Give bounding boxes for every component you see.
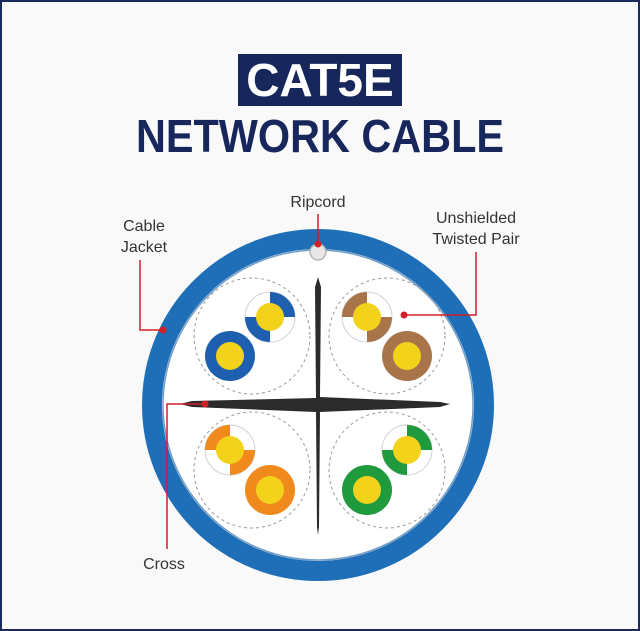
pair-boundary-brown (328, 277, 446, 395)
leader-dot-ripcord (314, 240, 322, 248)
leader-dot-cross (201, 400, 209, 408)
label-jacket-line2: Jacket (121, 239, 168, 256)
wire-orange-striped (204, 424, 256, 476)
wire-green-striped (381, 424, 433, 476)
wire-blue-solid (205, 331, 255, 381)
pair-boundary-green (328, 411, 446, 529)
pair-boundary-orange (193, 411, 311, 529)
leader-jacket (139, 260, 163, 331)
pair-boundary-blue (193, 277, 311, 395)
leader-dot-jacket (159, 326, 167, 334)
wire-brown-striped (341, 291, 393, 343)
leader-dot-twisted-pair (400, 311, 408, 319)
wire-green-solid (342, 465, 392, 515)
label-pair-line1: Unshielded (436, 210, 516, 227)
wire-orange-solid (245, 465, 295, 515)
title-block: CAT5E NETWORK CABLE (2, 54, 638, 160)
wire-blue-striped (244, 291, 296, 343)
cross-separator (180, 277, 450, 535)
leader-twisted-pair (404, 252, 477, 316)
label-cross: Cross (143, 556, 185, 573)
label-jacket-line1: Cable (123, 218, 165, 235)
title-main: NETWORK CABLE (136, 110, 504, 162)
leader-dots (159, 240, 408, 408)
wire-brown-solid (382, 331, 432, 381)
label-ripcord: Ripcord (290, 194, 345, 211)
title-badge: CAT5E (238, 54, 402, 106)
leader-cross (166, 403, 205, 549)
label-pair-line2: Twisted Pair (432, 231, 520, 248)
leader-lines (139, 214, 477, 549)
